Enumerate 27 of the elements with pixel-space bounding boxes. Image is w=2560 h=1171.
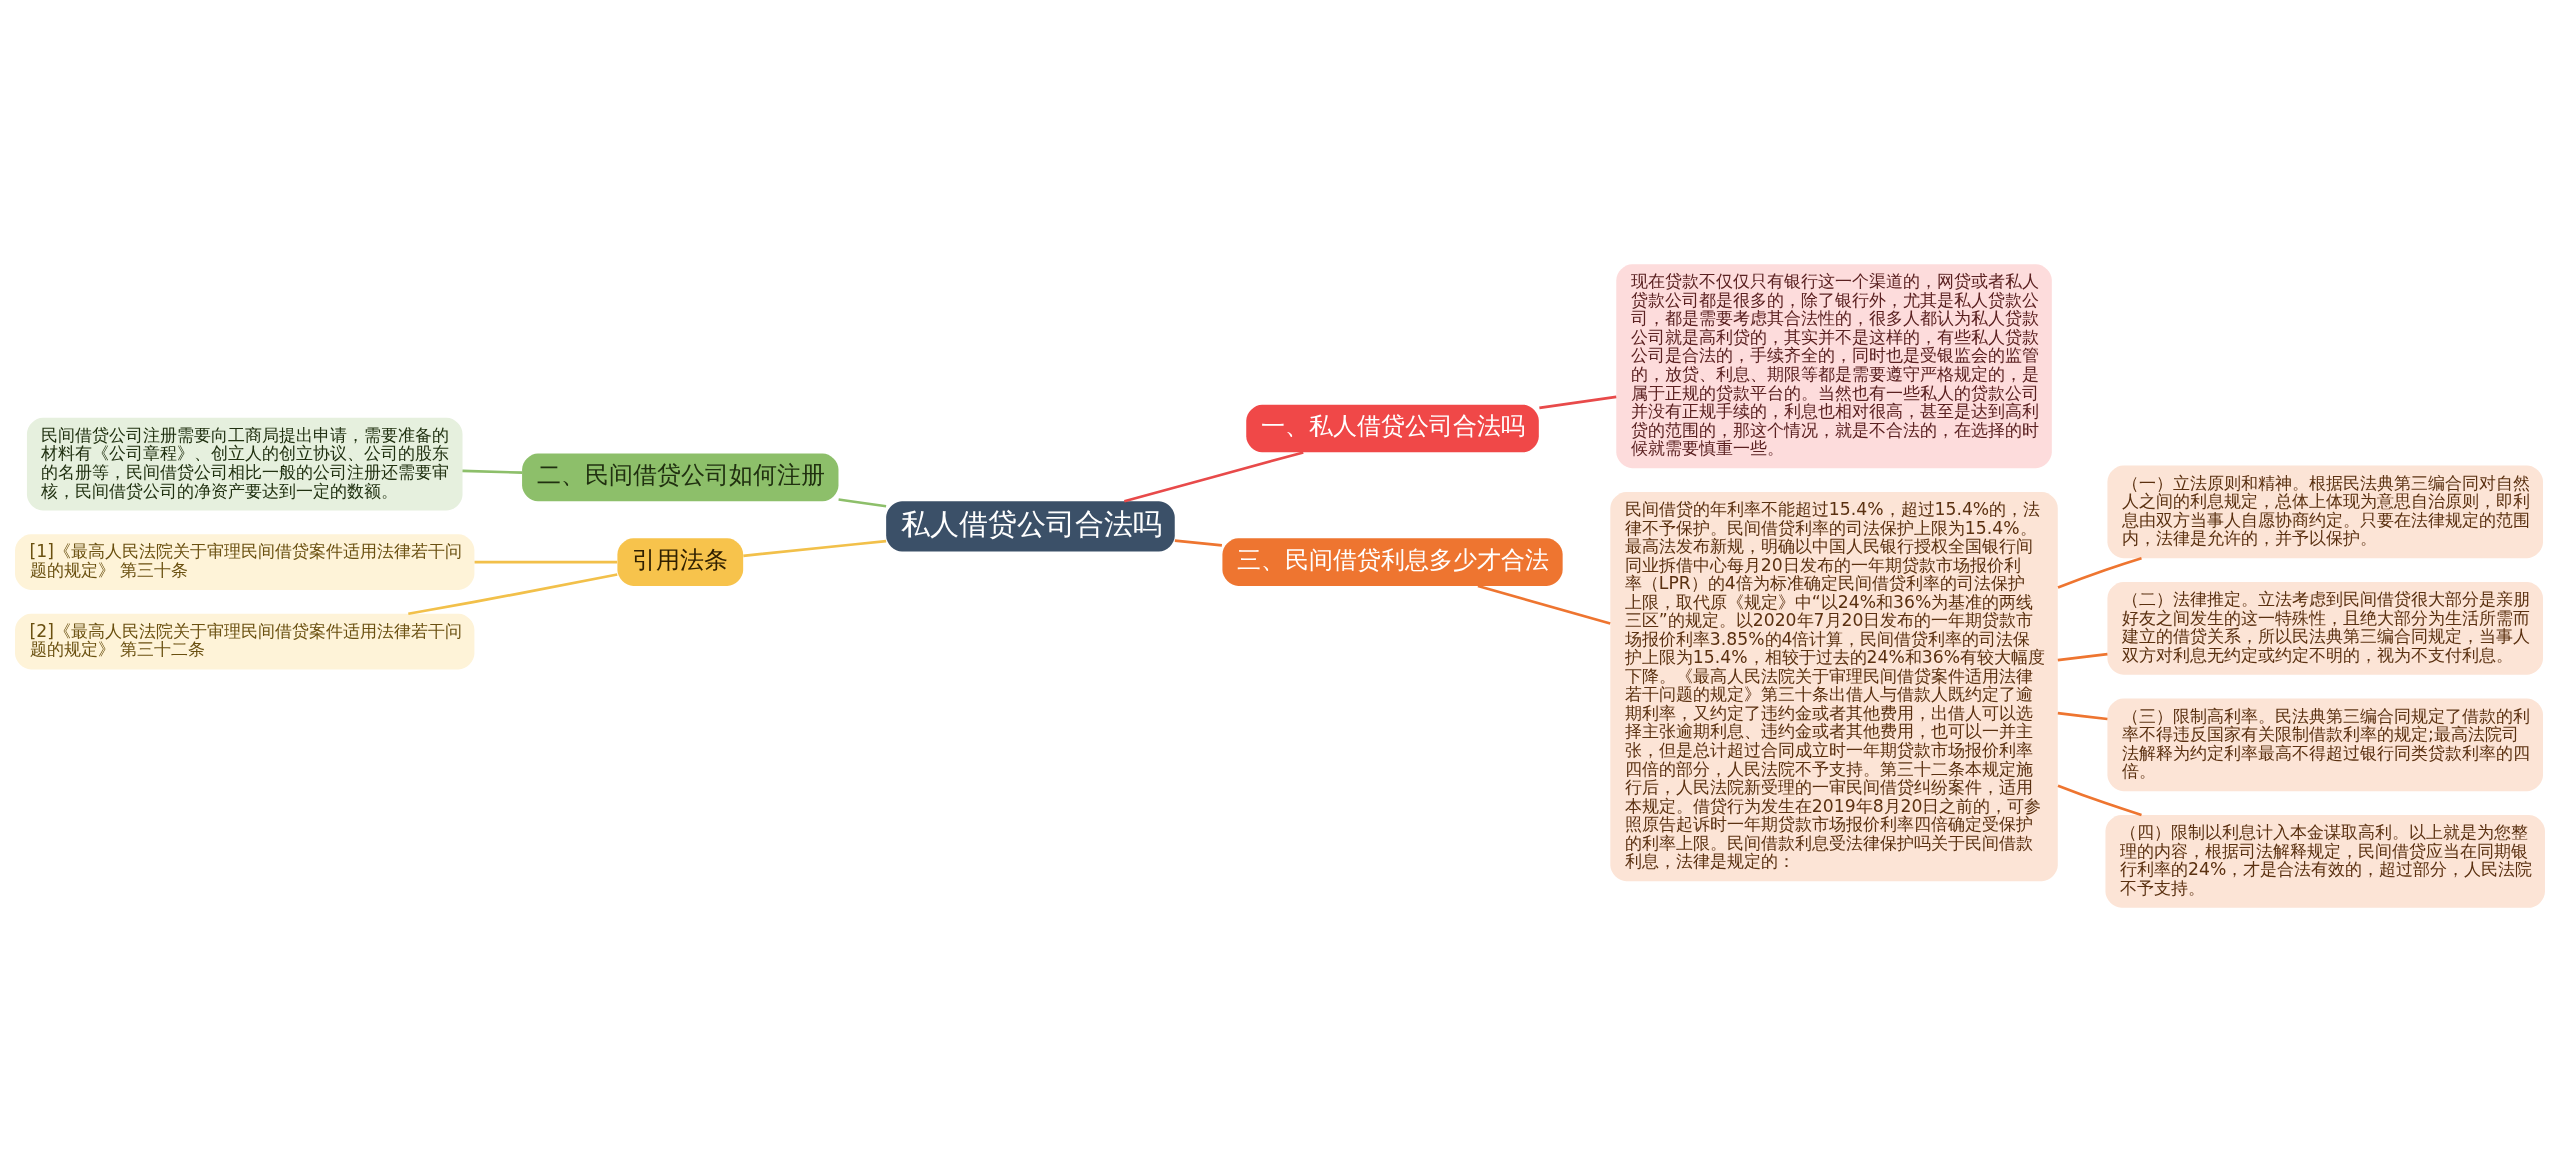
connector <box>1174 538 1223 547</box>
node-box: （二）法律推定。立法考虑到民间借贷很大部分是亲朋好友之间发生的这一特殊性，且绝大部分为生活所需而建立的借贷关系，所以民法典第三编合同规定，当事人双方对利息无约定或约定不明的，视为不支付利息。 <box>2107 581 2543 675</box>
node-box: [1]《最高人民法院关于审理民间借贷案件适用法律若干问题的规定》 第三十条 <box>15 533 475 590</box>
node-box: （一）立法原则和精神。根据民法典第三编合同对自然人之间的利息规定，总体上体现为意思自治原则，即利息由双方当事人自愿协商约定。只要在法律规定的范围内，法律是允许的，并予以保护。 <box>2107 465 2543 558</box>
node-box: 引用法条 <box>617 537 744 586</box>
connector <box>1124 450 1304 502</box>
node-box: 民间借贷的年利率不能超过15.4%，超过15.4%的，法律不予保护。民间借贷利率的司法保护上限为15.4%。最高法发布新规，明确以中国人民银行授权全国银行间同业拆借中心每月20日发布的一年期贷款市场报价利率（LPR）的4倍为标准确定民间借贷利率的司法保护上限，取代原《规定》中“以24%和36%为基准的两线三区”的规定。以2020年7月20日发布的一年期贷款市场报价利率3.85%的4倍计算，民间借贷利率的司法保护上限为15.4%，相较于过去的24%和36%有较大幅度下降。《最高人民法院关于审理民间借贷案件适用法律若干问题的规定》第三十条出借人与借款人既约定了逾期利率，又约定了违约金或者其他费用，出借人可以选择主张逾期利息、违约金或者其他费用，也可以一并主张，但是总计超过合同成立时一年期贷款市场报价利率四倍的部分，人民法院不予支持。第三十二条本规定施行后，人民法院新受理的一审民间借贷纠纷案件，适用本规定。借贷行为发生在2019年8月20日之前的，可参照原告起诉时一年期贷款市场报价利率四倍确定受保护的利率上限。民间借款利息受法律保护吗关于民间借款利息，法律是规定的： <box>1610 491 2058 881</box>
node-box: [2]《最高人民法院关于审理民间借贷案件适用法律若干问题的规定》 第三十二条 <box>15 613 475 669</box>
connector <box>743 539 887 557</box>
connector <box>1539 395 1617 409</box>
node-box: 现在贷款不仅仅只有银行这一个渠道的，网贷或者私人贷款公司都是很多的，除了银行外，尤其是私人贷款公司，都是需要考虑其合法性的，很多人都认为私人贷款公司就是高利贷的，其实并不是这样的，有些私人贷款公司是合法的，手续齐全的，同时也是受银监会的监管的，放贷、利息、期限等都是需要遵守严格规定的，是属于正规的贷款平台的。当然也有一些私人的贷款公司并没有正规手续的，利息也相对很高，甚至是达到高利贷的范围的，那这个情况，就是不合法的，在选择的时候就需要慎重一些。 <box>1616 263 2052 468</box>
node-box: （三）限制高利率。民法典第三编合同规定了借款的利率不得违反国家有关限制借款利率的规定;最高法院司法解释为约定利率最高不得超过银行同类贷款利率的四倍。 <box>2107 698 2543 791</box>
connector <box>462 469 523 474</box>
node-box: 民间借贷公司注册需要向工商局提出申请，需要准备的材料有《公司章程》、创立人的创立协议、公司的股东的名册等，民间借贷公司相比一般的公司注册还需要审核，民间借贷公司的净资产要达到一定的数额。 <box>26 417 463 511</box>
connector <box>838 497 887 508</box>
connector <box>2057 652 2108 661</box>
connector <box>2057 711 2108 720</box>
node-box: 私人借贷公司合法吗 <box>886 500 1175 552</box>
connector <box>474 560 618 563</box>
node-box: （四）限制以利息计入本金谋取高利。以上就是为您整理的内容，根据司法解释规定，民间借贷应当在同期银行利率的24%，才是合法有效的，超过部分，人民法院不予支持。 <box>2105 814 2545 908</box>
connector <box>1477 584 1611 625</box>
node-box: 一、私人借贷公司合法吗 <box>1246 404 1539 452</box>
connector <box>408 572 618 615</box>
node-box: 二、民间借贷公司如何注册 <box>522 453 839 501</box>
connector <box>2057 783 2142 816</box>
node-box: 三、民间借贷利息多少才合法 <box>1222 537 1563 586</box>
connector <box>2057 556 2142 589</box>
